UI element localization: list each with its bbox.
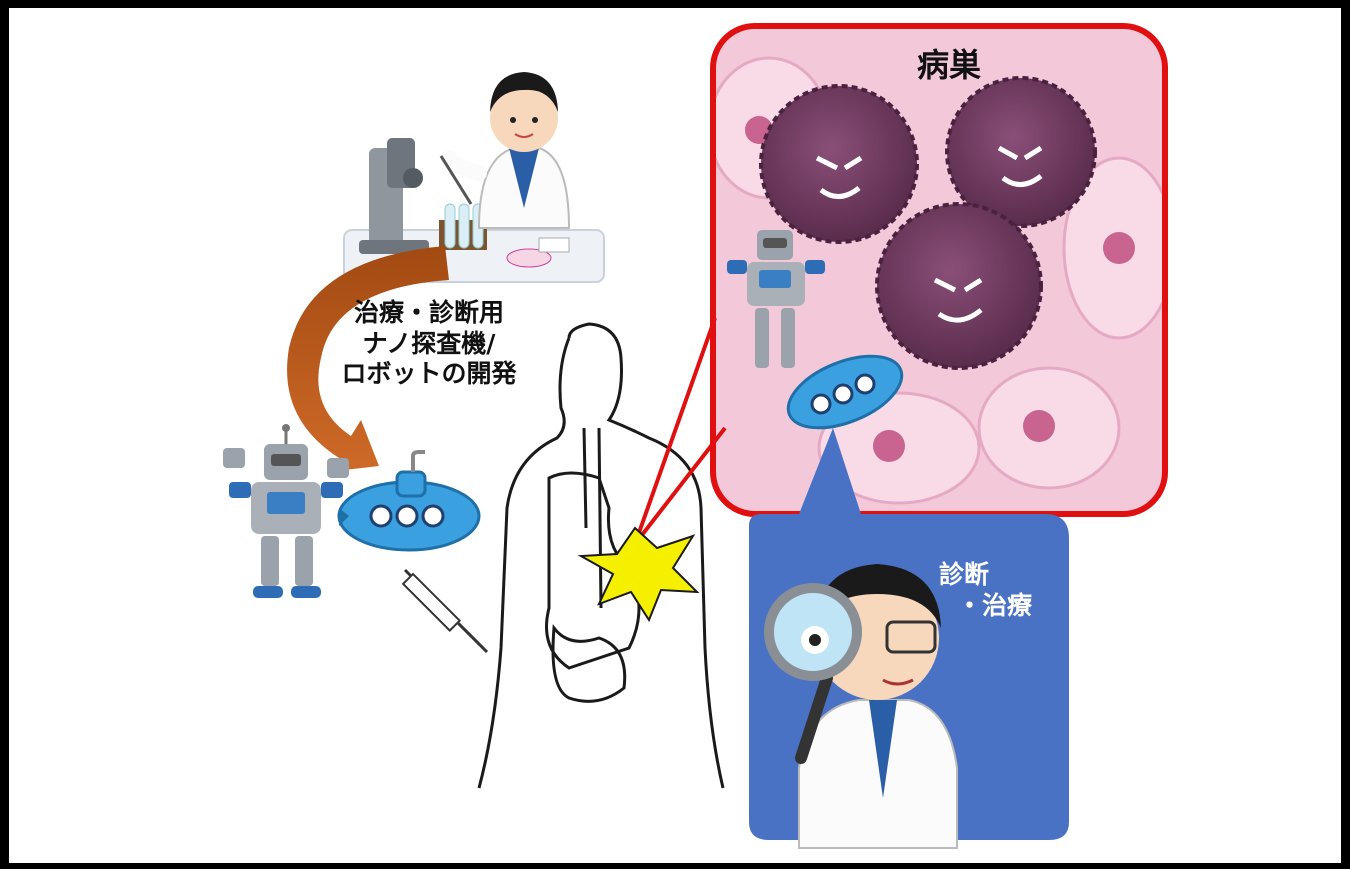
submarine-icon (337, 450, 481, 552)
submarine-icon (786, 354, 904, 430)
cancer-cell-icon (759, 76, 1097, 370)
scientist-icon (343, 72, 605, 283)
diagnosis-label: 診断 ・治療 (939, 560, 1079, 621)
microscope-icon (359, 138, 429, 254)
syringe-icon (401, 568, 489, 654)
robot-icon (727, 230, 825, 368)
development-arrow (287, 246, 449, 472)
development-label: 治療・診断用 ナノ探査機/ ロボットの開発 (309, 298, 549, 390)
magnifier-icon (764, 583, 862, 764)
lesion-burst (577, 526, 700, 623)
diagnosis-label-line: 診断 (939, 560, 990, 589)
development-label-line: ロボットの開発 (341, 359, 517, 388)
development-label-line: ナノ探査機/ (362, 328, 496, 358)
zoom-pointer (633, 317, 727, 546)
development-label-line: 治療・診断用 (353, 298, 504, 327)
diagnosis-label-line: ・治療 (957, 590, 1033, 620)
diagram-canvas: 治療・診断用 ナノ探査機/ ロボットの開発 病巣 診断 ・治療 (9, 8, 1341, 863)
lesion-title: 病巣 (916, 46, 981, 84)
robot-icon (223, 424, 349, 598)
